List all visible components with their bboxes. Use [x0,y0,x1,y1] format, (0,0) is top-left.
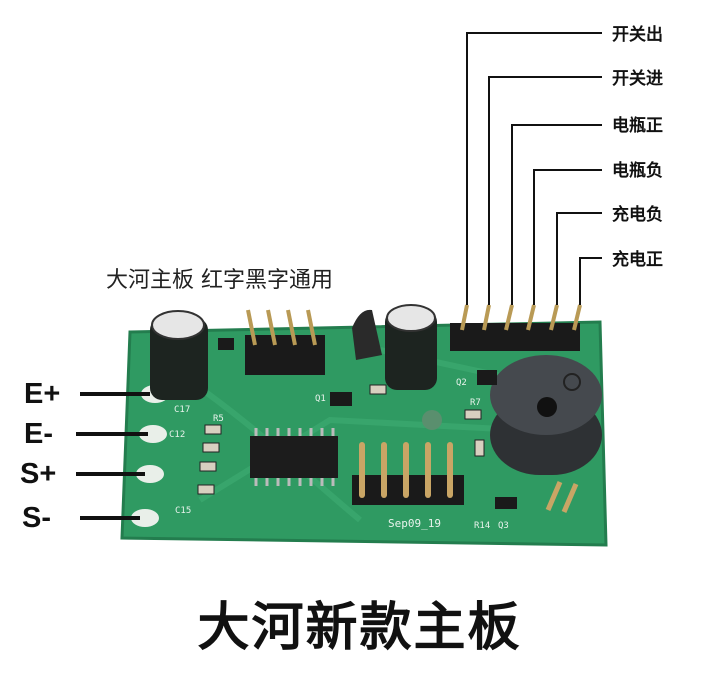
smd-components [197,384,485,495]
silk-q2: Q2 [456,378,467,388]
silk-q1: Q1 [315,394,326,404]
pad-label-e-minus: E- [24,418,53,450]
header-1x6 [450,304,582,351]
silk-r7: R7 [470,398,481,408]
silk-r5: R5 [213,414,224,424]
header-2x5 [352,442,464,505]
silk-r14: R14 [474,521,490,531]
silk-c15: C15 [175,506,191,516]
smd-transistors [218,338,517,509]
capacitor-middle [385,304,437,390]
pin-label-switch-in: 开关进 [612,68,663,89]
pin-label-switch-out: 开关出 [612,24,663,45]
pin-label-battery-positive: 电瓶正 [612,115,663,136]
pad-leader-lines [76,392,150,520]
pad-label-s-plus: S+ [20,458,56,490]
pin-label-charge-negative: 充电负 [612,204,663,225]
product-title: 大河新款主板 [197,598,522,658]
pad-label-e-plus: E+ [24,378,60,410]
pin-label-battery-negative: 电瓶负 [612,160,663,181]
ic-chip [250,428,338,486]
board-compatibility-caption: 大河主板 红字黑字通用 [106,268,333,293]
silk-q3: Q3 [498,521,509,531]
header-2x4 [245,309,325,375]
header-2x2 [545,481,579,513]
silk-c12: C12 [169,430,185,440]
silk-c17: C17 [174,405,190,415]
pad-label-s-minus: S- [22,502,51,534]
silk-date-code: Sep09_19 [388,517,441,530]
capacitor-left [150,310,208,400]
pin-leader-lines [466,32,602,305]
buzzer [490,355,602,475]
pin-label-charge-positive: 充电正 [612,249,663,270]
transistor [352,309,382,360]
